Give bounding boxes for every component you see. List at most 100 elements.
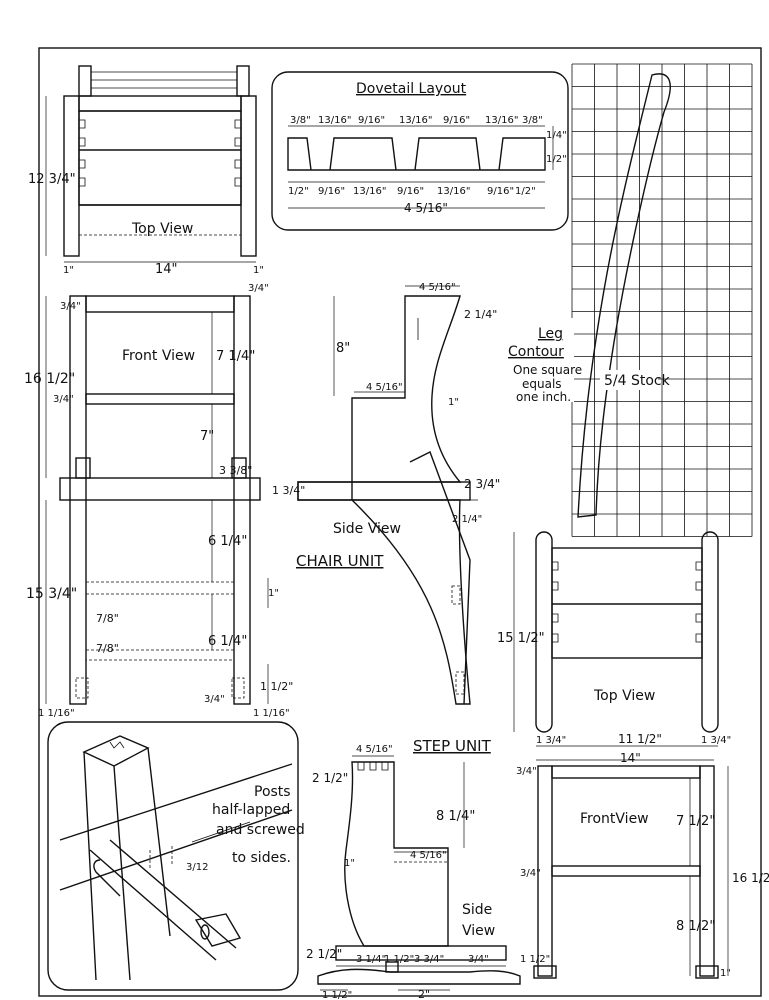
step-top-width: 11 1/2" <box>618 732 662 746</box>
dovetail-bottom-5: 13/16" <box>437 186 470 197</box>
chair-side-top-width: 4 5/16" <box>419 282 456 293</box>
dovetail-bottom-1: 1/2" <box>288 186 309 197</box>
leg-stock: 5/4 Stock <box>604 373 671 389</box>
step-front-view <box>533 759 729 979</box>
leg-note-1: One square <box>513 363 582 377</box>
dovetail-top-2: 13/16" <box>318 115 351 126</box>
chair-front-height-upper: 16 1/2" <box>24 371 75 387</box>
detail-note-2: half-lapped <box>212 802 290 818</box>
detail-note-1: Posts <box>254 784 291 800</box>
chair-front-d5: 1 3/4" <box>272 484 305 497</box>
step-top-edge-left: 1 3/4" <box>536 735 566 746</box>
step-side-height: 8 1/4" <box>436 809 475 824</box>
dovetail-layout-panel <box>271 71 569 231</box>
step-unit-label: STEP UNIT <box>413 737 492 755</box>
dovetail-bottom-6: 9/16" <box>487 186 514 197</box>
chair-unit-label: CHAIR UNIT <box>296 552 384 570</box>
chair-front-label: Front View <box>122 348 195 364</box>
step-front-label: FrontView <box>580 811 649 827</box>
step-side-top-width: 4 5/16" <box>356 744 393 755</box>
chair-side-foot: 2 1/4" <box>452 514 482 525</box>
sheet-border <box>38 47 762 997</box>
leg-stock-backdrop <box>600 370 658 390</box>
dovetail-bottom-4: 9/16" <box>397 186 424 197</box>
dovetail-right-1: 1/4" <box>546 130 567 141</box>
chair-side-top-right: 2 1/4" <box>464 308 497 321</box>
step-top-label: Top View <box>593 688 655 704</box>
chair-top-edge-right: 1" <box>253 265 264 276</box>
step-top-height: 15 1/2" <box>497 631 545 646</box>
detail-note-4: to sides. <box>232 850 291 866</box>
leg-note-2: equals <box>522 377 562 391</box>
dovetail-top-7: 3/8" <box>522 115 543 126</box>
step-side-b2: 1 1/2" <box>384 954 414 965</box>
chair-front-d9: 7/8" <box>96 642 119 655</box>
chair-top-height: 12 3/4" <box>28 172 76 187</box>
step-side-foot-mid: 2" <box>418 988 430 1000</box>
step-front-height: 16 1/2" <box>732 871 769 885</box>
chair-top-edge-left: 1" <box>63 265 74 276</box>
chair-front-bottom-left: 1 1/16" <box>38 708 75 719</box>
step-front-d2: 8 1/2" <box>676 919 715 934</box>
step-front-width: 14" <box>620 751 641 765</box>
leg-contour-curve <box>577 73 671 518</box>
dovetail-top-6: 13/16" <box>485 115 518 126</box>
chair-side-mid-width: 4 5/16" <box>366 382 403 393</box>
chair-top-width: 14" <box>155 262 178 277</box>
detail-mark: 3/12 <box>186 862 208 873</box>
step-side-mid-left: 1" <box>344 858 355 869</box>
chair-front-d4: 3 3/8" <box>219 464 252 477</box>
leg-contour-grid <box>571 63 753 537</box>
dovetail-top-5: 9/16" <box>443 115 470 126</box>
leg-label-1: Leg <box>538 326 563 342</box>
chair-front-d3: 7" <box>200 429 214 444</box>
chair-side-view <box>297 285 478 705</box>
dovetail-right-2: 1/2" <box>546 154 567 165</box>
step-top-edge-right: 1 3/4" <box>701 735 731 746</box>
leg-label-backdrop <box>510 318 574 402</box>
chair-front-d12: 3/4" <box>204 694 225 705</box>
chair-side-lower-right: 2 3/4" <box>464 477 500 491</box>
chair-side-label: Side View <box>333 521 401 537</box>
chair-front-d8: 7/8" <box>96 612 119 625</box>
dovetail-top-4: 13/16" <box>399 115 432 126</box>
chair-side-height: 8" <box>336 341 350 356</box>
step-front-d1: 7 1/2" <box>676 814 715 829</box>
step-side-b3: 3 3/4" <box>414 954 444 965</box>
step-front-mid-edge: 3/4" <box>520 868 541 879</box>
step-side-view <box>317 755 521 991</box>
dovetail-top-1: 3/8" <box>290 115 311 126</box>
step-side-b4: 3/4" <box>468 954 489 965</box>
half-lap-detail <box>47 721 299 991</box>
chair-top-label: Top View <box>131 221 193 237</box>
step-front-top-edge: 3/4" <box>516 766 537 777</box>
chair-front-d1: 7 1/4" <box>216 349 255 364</box>
chair-front-d11: 1 1/2" <box>260 680 293 693</box>
dovetail-top-3: 9/16" <box>358 115 385 126</box>
chair-front-d2: 3/4" <box>53 394 74 405</box>
chair-front-d6: 6 1/4" <box>208 534 247 549</box>
chair-front-top-right: 3/4" <box>248 283 269 294</box>
dovetail-bottom-2: 9/16" <box>318 186 345 197</box>
step-side-top-left: 2 1/2" <box>312 771 348 785</box>
dovetail-total: 4 5/16" <box>404 201 448 215</box>
step-front-bottom-left: 1 1/2" <box>520 954 550 965</box>
step-side-label-1: Side <box>462 902 492 918</box>
chair-front-d7: 1" <box>268 588 279 599</box>
chair-front-view <box>45 295 269 705</box>
leg-note-3: one inch. <box>516 390 571 404</box>
chair-top-view <box>45 65 257 263</box>
step-side-mid-width: 4 5/16" <box>410 850 447 861</box>
step-side-b1: 3 1/4" <box>356 954 386 965</box>
dovetail-bottom-3: 13/16" <box>353 186 386 197</box>
chair-front-top-edge: 3/4" <box>60 301 81 312</box>
detail-note-3: and screwed <box>216 822 305 838</box>
step-side-foot-left: 1 1/2" <box>322 990 352 1000</box>
dovetail-bottom-7: 1/2" <box>515 186 536 197</box>
dovetail-title: Dovetail Layout <box>356 81 467 97</box>
leg-label-2: Contour <box>508 344 564 360</box>
chair-side-mid-right: 1" <box>448 397 459 408</box>
step-front-bottom-right: 1" <box>720 968 731 979</box>
chair-front-height-lower: 15 3/4" <box>26 586 77 602</box>
step-side-bottom-left: 2 1/2" <box>306 947 342 961</box>
